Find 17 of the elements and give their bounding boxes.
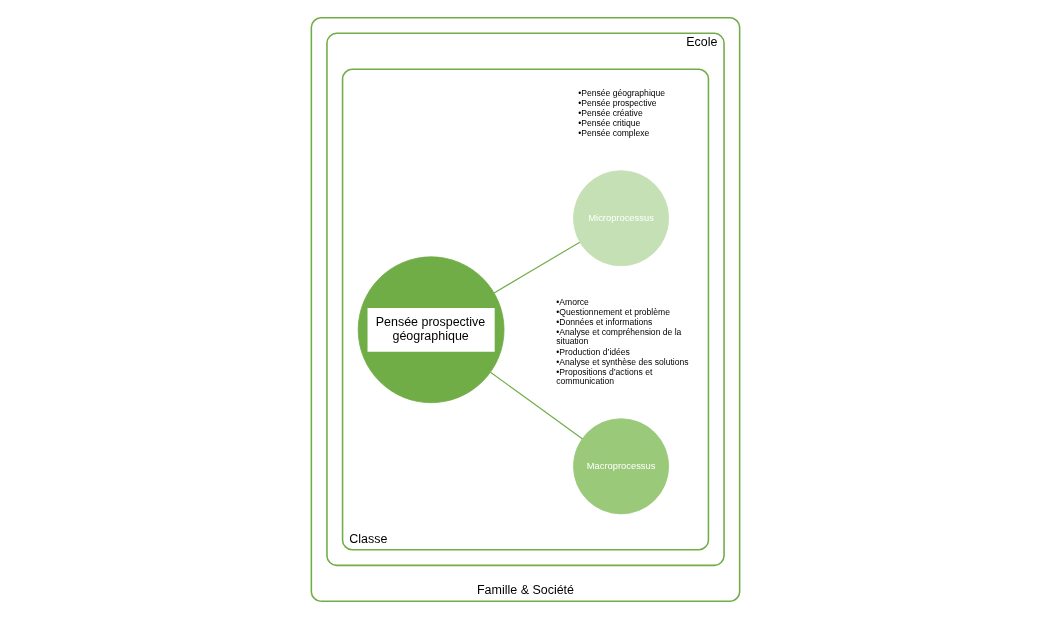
node-label: •Données et informations — [556, 316, 653, 327]
node-label: •Pensée critique — [578, 118, 641, 129]
node-label: •Questionnement et problème — [556, 306, 670, 317]
node-label: •Pensée complexe — [578, 128, 650, 139]
node-circle: Macroprocessus — [573, 418, 670, 515]
connector — [489, 371, 583, 440]
node-label: •Production d’idées — [556, 346, 630, 357]
node-label: •Pensée créative — [578, 107, 643, 118]
node-label: •Pensée prospective — [578, 97, 657, 108]
node-label: •Pensée géographique — [578, 87, 666, 98]
node-circle: Pensée prospective géographique — [357, 256, 505, 404]
node-label: •Analyse et synthèse des solutions — [556, 356, 689, 367]
node-label: •Propositions d’actions et communication — [556, 366, 653, 387]
node-label: •Amorce — [556, 296, 589, 307]
node-label: •Analyse et compréhension de la situation — [556, 327, 682, 347]
node-circle: Microprocessus — [573, 170, 670, 267]
connector — [493, 241, 581, 294]
